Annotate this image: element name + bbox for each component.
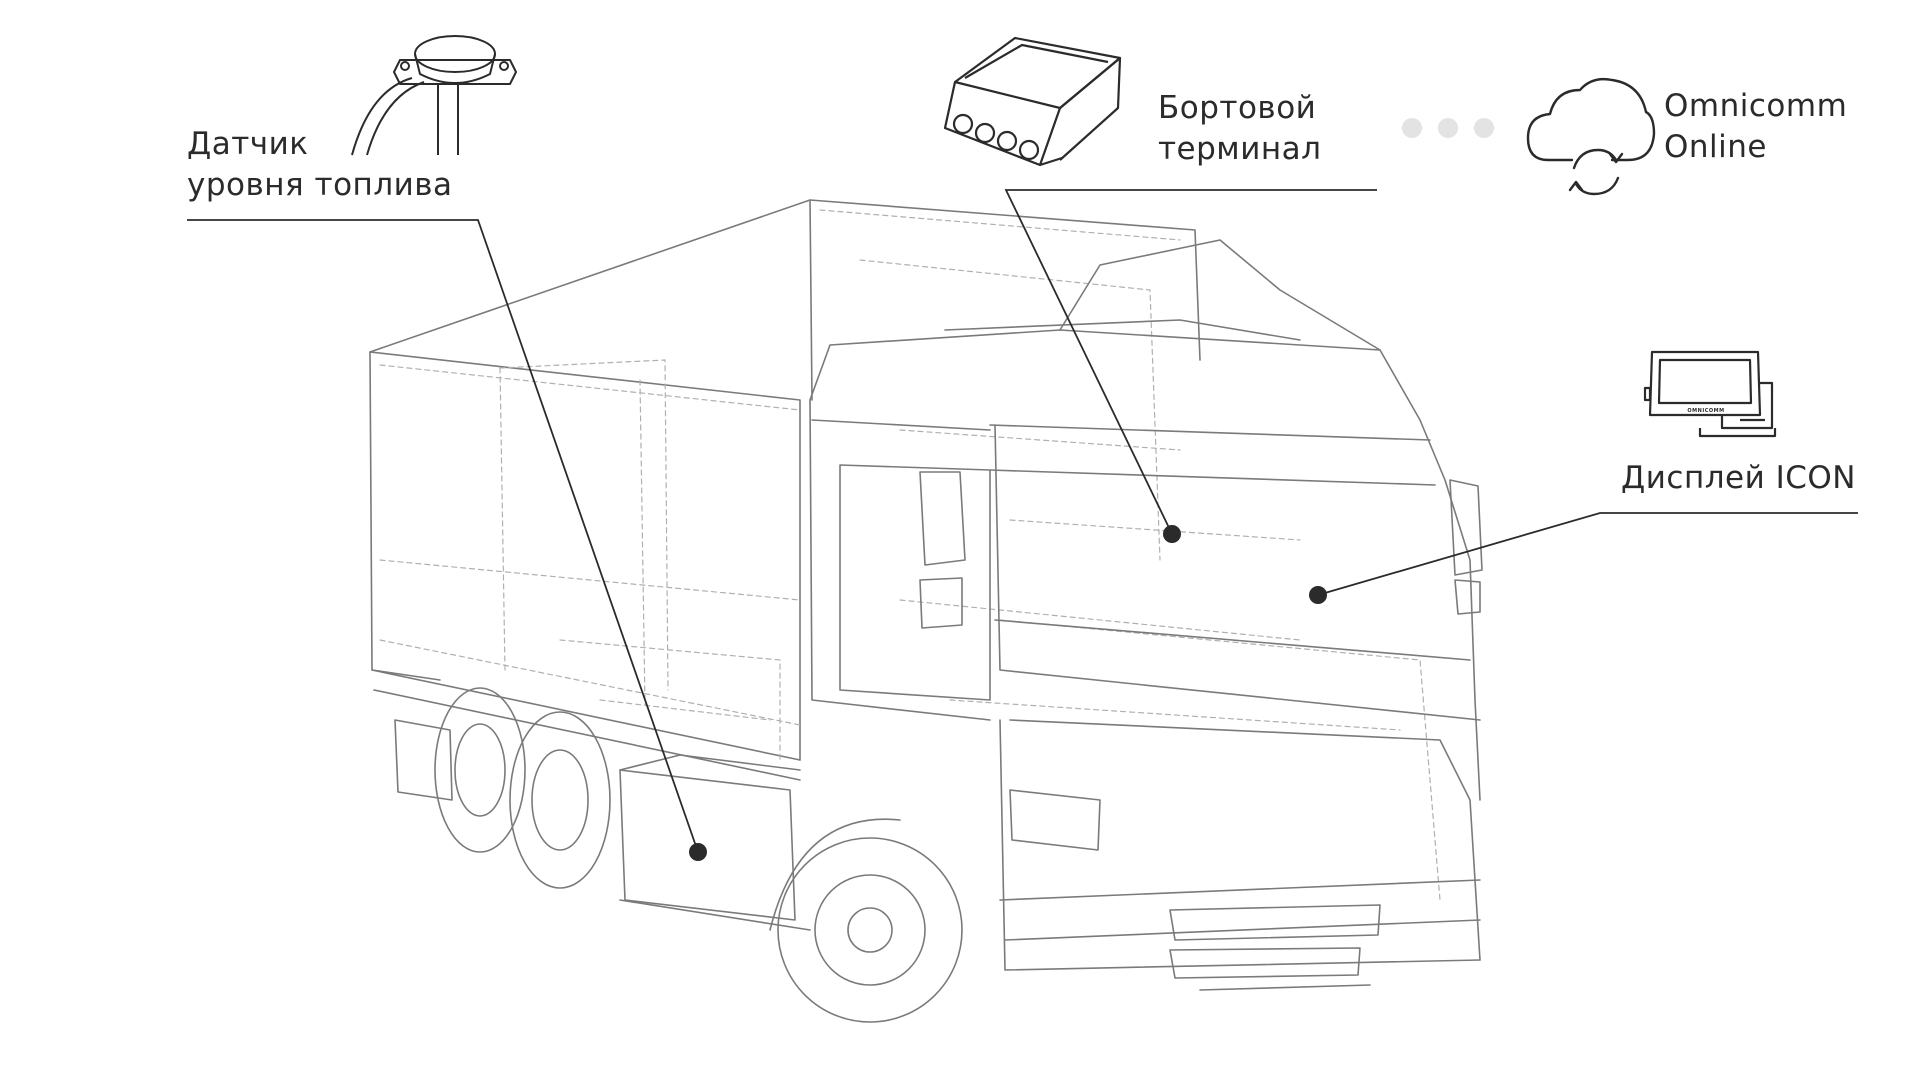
display-label-text: Дисплей ICON: [1621, 460, 1856, 496]
connection-dot: [1402, 118, 1422, 138]
fuel-sensor-label-line1: Датчик: [187, 126, 309, 162]
fuel-sensor-label: Датчик уровня топлива: [187, 124, 453, 206]
terminal-point: [1163, 525, 1181, 543]
onboard-terminal-label-line2: терминал: [1158, 131, 1322, 167]
display-leader: [1317, 512, 1858, 596]
display-brand-text: OMNICOMM: [1687, 408, 1724, 414]
connection-dot: [1438, 118, 1458, 138]
terminal-leader: [1004, 189, 1377, 535]
fuel-sensor-leader: [187, 219, 699, 853]
fuel-sensor-label-line2: уровня топлива: [187, 167, 453, 203]
cloud-label-line1: Omnicomm: [1664, 88, 1848, 124]
fuel-sensor-point: [689, 843, 707, 861]
onboard-terminal-label: Бортовой терминал: [1158, 88, 1321, 170]
onboard-terminal-label-line1: Бортовой: [1158, 90, 1317, 126]
display-label: Дисплей ICON: [1621, 458, 1856, 499]
cloud-label-line2: Online: [1664, 129, 1767, 165]
connection-dot: [1474, 118, 1494, 138]
display-point: [1309, 586, 1327, 604]
cloud-label: Omnicomm Online: [1664, 86, 1847, 168]
